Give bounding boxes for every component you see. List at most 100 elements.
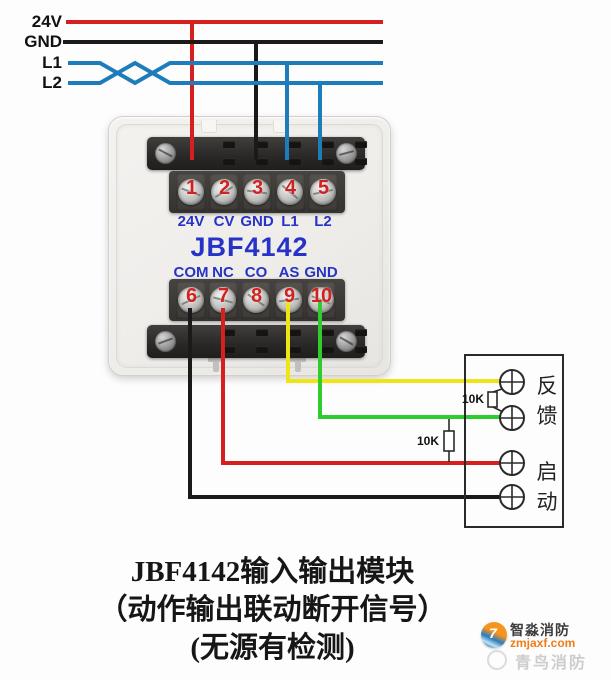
wire-gnd-black xyxy=(63,40,383,160)
wire-24v-red xyxy=(66,20,383,160)
wire-gnd-green xyxy=(318,302,501,419)
terminal-label-24v: 24V xyxy=(177,213,205,230)
terminal-label-l1: L1 xyxy=(281,213,299,230)
terminal-number: 7 xyxy=(217,285,229,307)
screw-icon xyxy=(244,179,270,205)
wire-l2-blue xyxy=(68,60,383,160)
brand-url: zmjaxf.com xyxy=(510,636,576,650)
diagram-caption: JBF4142输入输出模块 （动作输出联动断开信号） (无源有检测) xyxy=(20,553,525,667)
terminal-label-gnd2: GND xyxy=(304,264,338,281)
module-keyhole-slot xyxy=(208,357,224,372)
ghost-brand-name: 青鸟消防 xyxy=(515,653,588,672)
bus-label-l1: L1 xyxy=(42,53,62,72)
terminal-label-l2: L2 xyxy=(314,213,332,230)
screw-icon xyxy=(277,179,303,205)
module-keyhole-slot xyxy=(290,357,306,372)
terminal-5: 5 xyxy=(308,173,338,211)
wire-clamp-slot xyxy=(289,329,301,336)
caption-line-1: JBF4142输入输出模块 xyxy=(130,556,415,588)
wire-clamp-slot xyxy=(223,329,235,336)
bar-screw-icon xyxy=(336,331,357,352)
bus-label-24v: 24V xyxy=(31,12,62,31)
module-inner-bezel xyxy=(116,124,383,368)
bus-label-gnd: GND xyxy=(24,32,62,51)
terminal-1: 1 xyxy=(176,173,206,211)
caption-line-3: (无源有检测) xyxy=(190,632,355,664)
wire-clamp-slot xyxy=(322,346,334,353)
screw-icon xyxy=(178,179,204,205)
terminal-2: 2 xyxy=(209,173,239,211)
terminal-number: 6 xyxy=(185,285,197,307)
terminal-label-com: COM xyxy=(173,264,209,281)
device-label-start: 启动 xyxy=(536,460,558,514)
wire-clamp-slot xyxy=(289,346,301,353)
brand-name: 智淼消防 xyxy=(510,623,570,639)
terminal-6: 6 xyxy=(176,281,206,319)
terminal-number: 10 xyxy=(310,285,332,307)
brand-logo-icon xyxy=(481,622,507,648)
wire-nc-red xyxy=(221,308,500,465)
caption-line-2: （动作输出联动断开信号） xyxy=(98,594,447,626)
wire-clamp-slot xyxy=(322,141,334,148)
bar-screw-icon xyxy=(336,143,357,164)
screw-icon xyxy=(211,179,237,205)
module-model-text: JBF4142 xyxy=(190,232,309,262)
resistor-line-10k xyxy=(443,419,455,462)
bottom-wiring-bar xyxy=(147,325,367,358)
wire-clamp-slot xyxy=(289,158,301,165)
wire-clamp-slot xyxy=(256,158,268,165)
wire-as-yellow xyxy=(286,302,500,383)
resistor-value-label: 10K xyxy=(417,434,440,448)
resistor-value-label: 10K xyxy=(462,392,485,406)
module-top-tab xyxy=(201,120,217,133)
wire-clamp-slot xyxy=(223,346,235,353)
terminal-number: 8 xyxy=(250,285,262,307)
terminal-number: 2 xyxy=(218,177,230,199)
bar-screw-icon xyxy=(155,331,176,352)
screw-icon xyxy=(310,179,336,205)
terminal-9: 9 xyxy=(274,281,304,319)
terminal-number: 4 xyxy=(284,177,296,199)
device-terminal-feedback-2 xyxy=(499,405,525,431)
device-terminal-feedback-1 xyxy=(499,369,525,395)
wire-clamp-slot xyxy=(256,346,268,353)
wire-clamp-slot xyxy=(256,329,268,336)
ghost-logo-icon xyxy=(487,650,507,670)
terminal-label-gnd: GND xyxy=(240,213,274,230)
terminal-10: 10 xyxy=(306,281,336,319)
resistor-feedback-10k xyxy=(487,388,504,413)
wire-clamp-slot xyxy=(355,158,367,165)
terminal-number: 9 xyxy=(283,285,295,307)
wire-clamp-slot xyxy=(322,329,334,336)
device-terminal-start-1 xyxy=(499,450,525,476)
wire-clamp-slot xyxy=(256,141,268,148)
wire-clamp-slot xyxy=(223,158,235,165)
bar-screw-icon xyxy=(155,143,176,164)
wire-clamp-slot xyxy=(223,141,235,148)
terminal-label-cv: CV xyxy=(213,213,235,230)
wire-clamp-slot xyxy=(355,329,367,336)
device-terminal-start-2 xyxy=(499,484,525,510)
terminal-7: 7 xyxy=(208,281,238,319)
wire-clamp-slot xyxy=(322,158,334,165)
terminal-number: 3 xyxy=(251,177,263,199)
terminal-label-nc: NC xyxy=(212,264,234,281)
device-label-feedback: 反馈 xyxy=(536,374,558,428)
terminal-4: 4 xyxy=(275,173,305,211)
terminal-block-bottom: 6 7 8 9 10 xyxy=(169,279,345,321)
terminal-number: 5 xyxy=(317,177,329,199)
terminal-label-as: AS xyxy=(278,264,300,281)
jbf4142-module-photo: 1 2 3 4 5 24V CV GND L1 L2 JBF4142 COM N… xyxy=(108,116,391,376)
device-box xyxy=(464,354,564,528)
bus-label-l2: L2 xyxy=(42,73,62,92)
wire-clamp-slot xyxy=(289,141,301,148)
terminal-number: 1 xyxy=(185,177,197,199)
wire-l1-blue xyxy=(68,61,383,160)
terminal-label-co: CO xyxy=(244,264,268,281)
screw-icon xyxy=(243,287,269,313)
terminal-block-top: 1 2 3 4 5 xyxy=(169,171,345,213)
wire-clamp-slot xyxy=(355,141,367,148)
terminal-3: 3 xyxy=(242,173,272,211)
